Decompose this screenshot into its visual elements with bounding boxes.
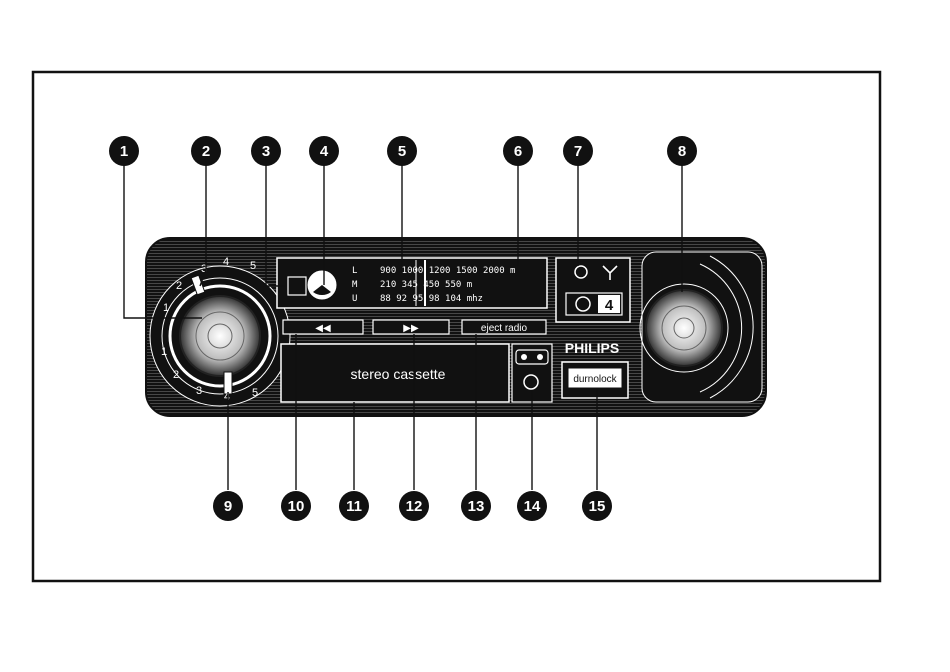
durnolock-label: durnolock xyxy=(573,374,617,385)
volume-knob[interactable] xyxy=(180,296,260,376)
transport-buttons: ◀◀ ▶▶ eject radio xyxy=(283,320,546,334)
callout-7: 7 xyxy=(574,143,582,160)
brand-panel: PHILIPS durnolock xyxy=(562,340,628,398)
callout-11: 11 xyxy=(346,498,362,515)
callout-2: 2 xyxy=(202,143,210,160)
scale-lower-1: 1 xyxy=(161,346,167,358)
left-knob-assembly xyxy=(150,266,290,406)
callout-4: 4 xyxy=(320,143,329,160)
scale-upper-4: 4 xyxy=(223,256,229,268)
scale-upper-1: 1 xyxy=(163,302,169,314)
stereo-indicator xyxy=(288,277,306,295)
callout-13: 13 xyxy=(468,498,485,515)
callout-5: 5 xyxy=(398,143,406,160)
eject-radio-label: eject radio xyxy=(481,323,528,334)
band-symbol-u: U xyxy=(352,294,357,304)
rewind-label: ◀◀ xyxy=(315,323,331,334)
callout-14: 14 xyxy=(524,498,541,515)
scale-lower-4: 4 xyxy=(224,391,230,403)
preset-number: 4 xyxy=(605,297,614,314)
cassette-door[interactable]: stereo cassette xyxy=(281,344,509,402)
callout-9: 9 xyxy=(224,498,232,515)
tuning-station-knob[interactable] xyxy=(646,290,722,366)
band-scale-mw: 210 345 450 550 m xyxy=(380,280,472,290)
right-knob-assembly xyxy=(640,252,762,402)
callout-6: 6 xyxy=(514,143,522,160)
scale-upper-2: 2 xyxy=(176,280,182,292)
fast-forward-label: ▶▶ xyxy=(403,323,419,334)
scale-lower-3: 3 xyxy=(196,385,202,397)
callout-1: 1 xyxy=(120,143,128,160)
scale-lower-2: 2 xyxy=(173,369,179,381)
brand-label: PHILIPS xyxy=(565,340,619,356)
callout-3: 3 xyxy=(262,143,270,160)
band-symbol-m: M xyxy=(352,280,358,290)
callout-15: 15 xyxy=(589,498,606,515)
callout-8: 8 xyxy=(678,143,686,160)
band-symbol-l: L xyxy=(352,266,357,276)
callout-10: 10 xyxy=(288,498,305,515)
cassette-label: stereo cassette xyxy=(351,366,446,382)
band-scale-fm: 88 92 95 98 104 mhz xyxy=(380,294,483,304)
preset-panel: 4 xyxy=(556,258,630,322)
scale-upper-5: 5 xyxy=(250,260,256,272)
callout-12: 12 xyxy=(406,498,423,515)
scale-lower-5: 5 xyxy=(252,387,258,399)
band-scale-lw: 900 1000 1200 1500 2000 m xyxy=(380,266,515,276)
